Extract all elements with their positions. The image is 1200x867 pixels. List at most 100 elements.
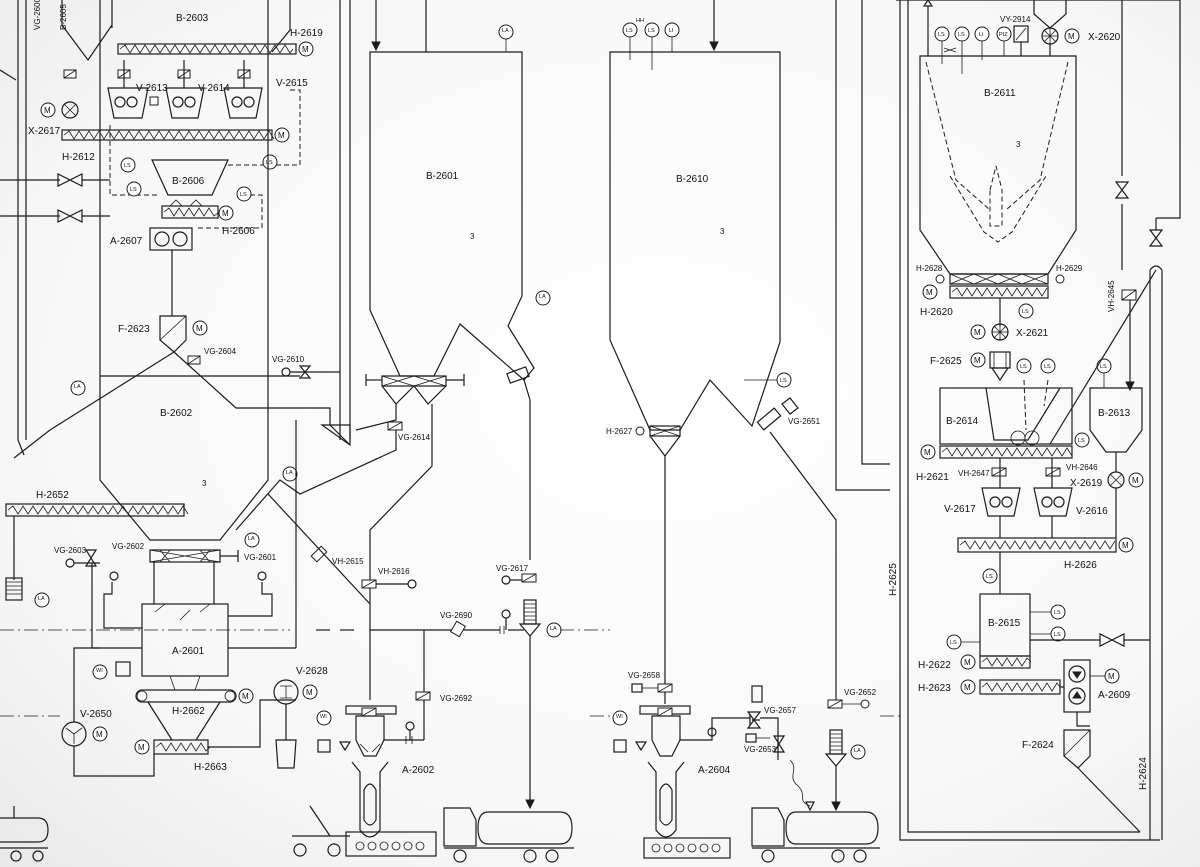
label-vg2692: VG-2692 bbox=[440, 694, 473, 703]
label-v2614: V-2614 bbox=[198, 83, 230, 94]
svg-text:WI: WI bbox=[320, 714, 327, 720]
svg-text:LS: LS bbox=[1054, 632, 1061, 638]
svg-text:M: M bbox=[1108, 672, 1115, 681]
label-h2619: H-2619 bbox=[290, 28, 323, 39]
label-vh2616: VH-2616 bbox=[378, 567, 410, 576]
label-b2614: B-2614 bbox=[946, 416, 979, 427]
label-hh: HH bbox=[636, 18, 644, 24]
svg-text:M: M bbox=[222, 209, 229, 218]
svg-text:LS: LS bbox=[626, 28, 633, 34]
label-vh2615: VH-2615 bbox=[332, 557, 364, 566]
label-vg2651: VG-2651 bbox=[788, 417, 821, 426]
label-vg2602: VG-2602 bbox=[112, 542, 145, 551]
label-vg2610: VG-2610 bbox=[272, 355, 305, 364]
level-switch-icon: LS bbox=[946, 634, 962, 650]
label-f2624: F-2624 bbox=[1022, 740, 1054, 751]
svg-text:LS: LS bbox=[958, 32, 965, 38]
level-switch-icon: LS bbox=[982, 568, 998, 584]
svg-text:M: M bbox=[964, 683, 971, 692]
svg-text:LS: LS bbox=[1100, 364, 1107, 370]
level-indicator-icon: LI bbox=[974, 26, 990, 42]
label-vg2658: VG-2658 bbox=[628, 671, 661, 680]
label-vg2617: VG-2617 bbox=[496, 564, 529, 573]
svg-text:M: M bbox=[1122, 541, 1129, 550]
tank-truck bbox=[751, 807, 880, 863]
svg-text:M: M bbox=[242, 692, 249, 701]
label-vg2652: VG-2652 bbox=[844, 688, 877, 697]
bin-value-b2611: 3 bbox=[1016, 140, 1021, 149]
svg-text:M: M bbox=[964, 658, 971, 667]
label-b2611: B-2611 bbox=[984, 88, 1016, 99]
svg-text:LA: LA bbox=[38, 596, 45, 602]
motor-icon: M bbox=[1118, 537, 1134, 553]
svg-text:LS: LS bbox=[130, 187, 137, 193]
level-alarm-icon: LA bbox=[546, 622, 562, 638]
label-b2610: B-2610 bbox=[676, 174, 709, 185]
motor-icon bbox=[635, 426, 645, 436]
motor-icon: M bbox=[922, 284, 938, 300]
label-h2627: H-2627 bbox=[606, 427, 633, 436]
svg-text:M: M bbox=[1068, 32, 1075, 41]
bin-value-b2601: 3 bbox=[470, 232, 475, 241]
label-b2605: B-2605 bbox=[59, 4, 68, 30]
pressure-indicator-icon: PIZ bbox=[996, 26, 1012, 42]
svg-text:LA: LA bbox=[248, 536, 255, 542]
label-v2615: V-2615 bbox=[276, 78, 308, 89]
weight-indicator-icon: WI bbox=[316, 710, 332, 726]
label-x2619: X-2619 bbox=[1070, 478, 1103, 489]
svg-text:LA: LA bbox=[539, 294, 546, 300]
level-switch-icon: LS bbox=[1018, 303, 1034, 319]
label-h2621: H-2621 bbox=[916, 472, 949, 483]
left-section: B-2603 H-2619 B-2605 VG-2600 M V-2613 V-… bbox=[0, 0, 351, 862]
motor-icon: M bbox=[298, 41, 314, 57]
svg-text:LA: LA bbox=[550, 626, 557, 632]
svg-text:LA: LA bbox=[854, 748, 861, 754]
svg-text:LS: LS bbox=[986, 574, 993, 580]
svg-text:M: M bbox=[302, 45, 309, 54]
label-f2623: F-2623 bbox=[118, 324, 150, 335]
svg-text:WI: WI bbox=[616, 714, 623, 720]
label-v2617: V-2617 bbox=[944, 504, 976, 515]
motor-icon: M bbox=[134, 739, 150, 755]
label-h2623: H-2623 bbox=[918, 683, 951, 694]
right-section: LS LS LI PIZ VY-2914 M X-2620 B-2611 3 H… bbox=[835, 0, 1181, 841]
level-alarm-icon: LA bbox=[34, 592, 50, 608]
label-a2601: A-2601 bbox=[172, 646, 205, 657]
motor-icon: M bbox=[40, 102, 56, 118]
label-h2626: H-2626 bbox=[1064, 560, 1097, 571]
svg-text:LI: LI bbox=[669, 28, 674, 34]
level-switch-icon: LS bbox=[1050, 604, 1066, 620]
svg-text:M: M bbox=[138, 743, 145, 752]
label-a2602: A-2602 bbox=[402, 765, 435, 776]
bin-value: 3 bbox=[202, 479, 207, 488]
svg-text:M: M bbox=[926, 288, 933, 297]
svg-text:LA: LA bbox=[286, 470, 293, 476]
label-v2616: V-2616 bbox=[1076, 506, 1108, 517]
level-alarm-icon: LA bbox=[498, 24, 514, 40]
label-x2621: X-2621 bbox=[1016, 328, 1049, 339]
level-alarm-icon: LA bbox=[850, 744, 866, 760]
svg-text:M: M bbox=[974, 328, 981, 337]
level-switch-icon: LS bbox=[1096, 358, 1112, 374]
label-x2620: X-2620 bbox=[1088, 32, 1121, 43]
motor-icon: M bbox=[920, 444, 936, 460]
label-h2612: H-2612 bbox=[62, 152, 95, 163]
motor-icon: M bbox=[970, 352, 986, 368]
svg-text:LS: LS bbox=[1078, 438, 1085, 444]
middle-left-section: B-2601 3 LA LA VG-2614 VH-2615 VH-2616 V… bbox=[235, 0, 574, 863]
label-a2604: A-2604 bbox=[698, 765, 731, 776]
label-h2652: H-2652 bbox=[36, 490, 69, 501]
level-switch-icon: LS bbox=[954, 26, 970, 42]
label-v2628: V-2628 bbox=[296, 666, 328, 677]
level-switch-icon: LS bbox=[120, 157, 136, 173]
svg-text:LA: LA bbox=[74, 384, 81, 390]
label-vg2600: VG-2600 bbox=[33, 0, 42, 30]
level-switch-icon: LS bbox=[262, 154, 278, 170]
svg-text:WI: WI bbox=[96, 668, 103, 674]
motor-icon: M bbox=[960, 654, 976, 670]
label-f2625: F-2625 bbox=[930, 356, 962, 367]
label-vg2614: VG-2614 bbox=[398, 433, 431, 442]
label-v2650: V-2650 bbox=[80, 709, 112, 720]
level-switch-icon: LS bbox=[1040, 358, 1056, 374]
